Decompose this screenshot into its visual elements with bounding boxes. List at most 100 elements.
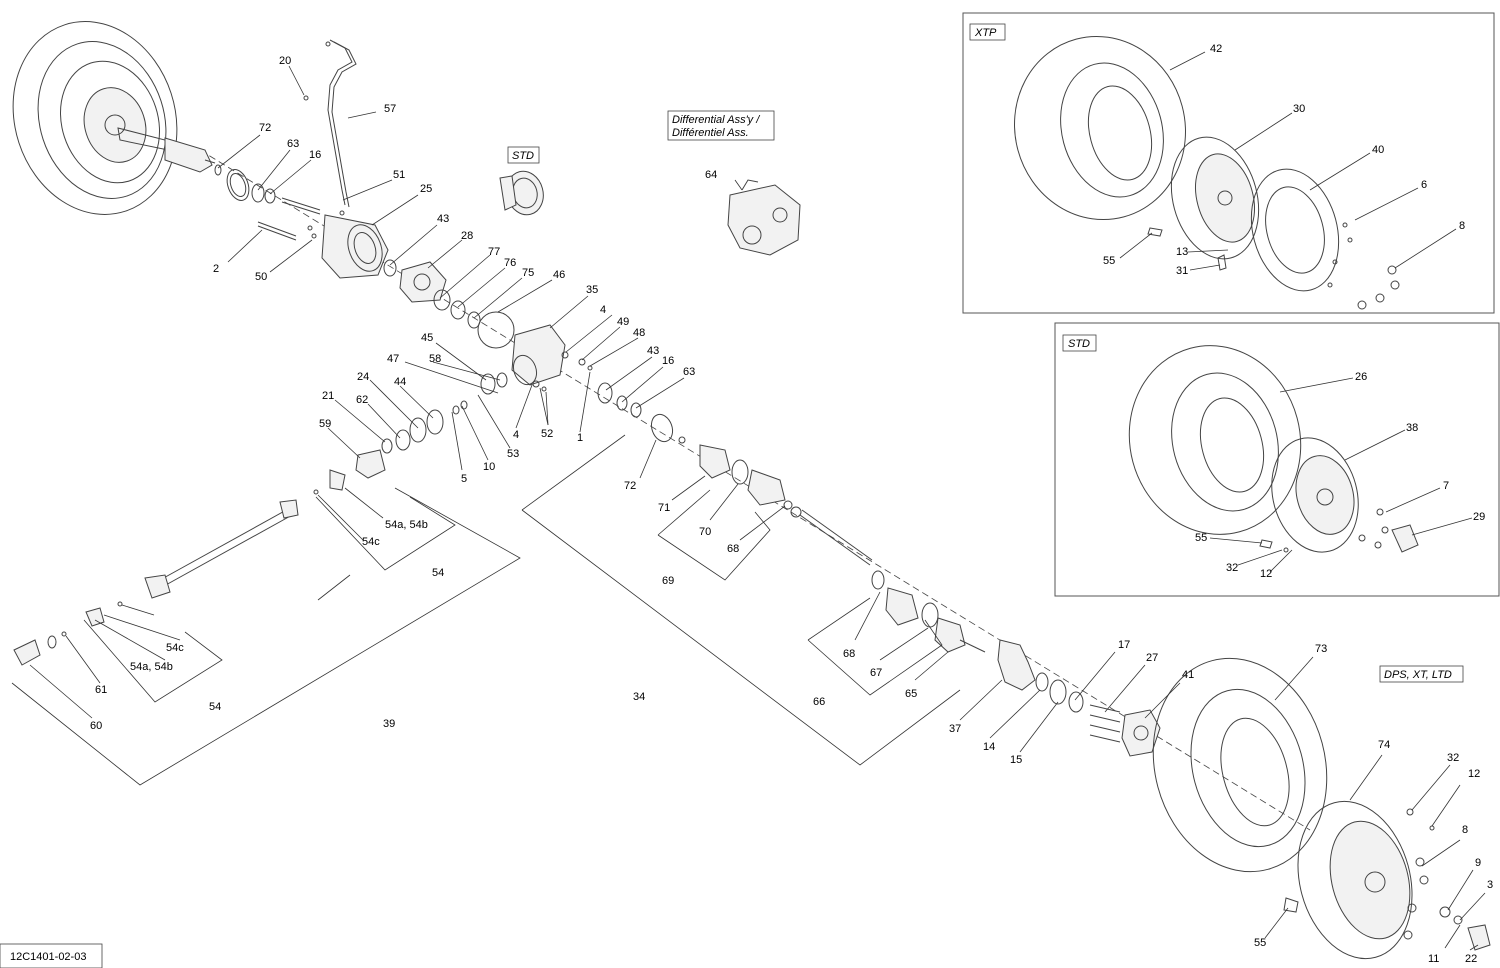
bolts	[257, 197, 345, 241]
callout: 65	[905, 688, 917, 700]
std-tag: STD	[1068, 338, 1090, 350]
pinion-parts	[355, 372, 508, 479]
callout: 32	[1447, 752, 1459, 764]
steering-knuckle	[997, 639, 1084, 713]
callout: 12	[1260, 568, 1272, 580]
callout: 38	[1406, 422, 1418, 434]
callout: 1	[577, 432, 583, 444]
callout: 54	[209, 701, 221, 713]
callout: 64	[705, 169, 717, 181]
callout: 74	[1378, 739, 1390, 751]
callout: 2	[213, 263, 219, 275]
std-rim	[1259, 437, 1419, 553]
drawing-number: 12C1401-02-03	[10, 951, 86, 963]
callout: 24	[357, 371, 369, 383]
callout: 7	[1443, 480, 1449, 492]
callout: 67	[870, 667, 882, 679]
callout: 63	[683, 366, 695, 378]
callout: 8	[1459, 220, 1465, 232]
callout: 4	[600, 304, 606, 316]
callout: 16	[309, 149, 321, 161]
callout: 72	[624, 480, 636, 492]
callout: 44	[394, 376, 406, 388]
vent-hose	[303, 39, 357, 208]
xtp-tire	[1014, 35, 1186, 221]
leader-lines	[29, 51, 1486, 951]
callout: 30	[1293, 103, 1305, 115]
front-right-rim	[1283, 800, 1491, 960]
xtp-beadlock-ring	[1147, 168, 1400, 310]
callout: 55	[1103, 255, 1115, 267]
callout: 57	[384, 103, 396, 115]
callout: 16	[662, 355, 674, 367]
callout: 73	[1315, 643, 1327, 655]
dps-xt-ltd-tag-box	[1379, 665, 1464, 683]
dps-xt-ltd-tag: DPS, XT, LTD	[1384, 669, 1452, 681]
differential-housing-left	[321, 214, 389, 279]
callout: 45	[421, 332, 433, 344]
callout: 8	[1462, 824, 1468, 836]
callout: 21	[322, 390, 334, 402]
callout: 48	[633, 327, 645, 339]
callout: 28	[461, 230, 473, 242]
differential-internals	[383, 259, 515, 349]
xtp-rim	[1170, 136, 1260, 260]
callout: 53	[507, 448, 519, 460]
callout: 52	[541, 428, 553, 440]
callout: 61	[95, 684, 107, 696]
callout: 27	[1146, 652, 1158, 664]
ring-gear	[499, 170, 544, 216]
callout: 55	[1195, 532, 1207, 544]
xtp-tag: XTP	[974, 27, 997, 39]
callout: 5	[461, 473, 467, 485]
left-wheel-tire	[12, 21, 178, 215]
xtp-tag-box	[969, 23, 1006, 41]
callout: 39	[383, 718, 395, 730]
callout: 54a, 54b	[130, 661, 173, 673]
differential-label-line2: Différentiel Ass.	[672, 127, 749, 139]
std-differential-tag: STD	[512, 150, 534, 162]
callout: 25	[420, 183, 432, 195]
callout: 75	[522, 267, 534, 279]
drawing-number-box	[0, 943, 103, 968]
callout: 51	[393, 169, 405, 181]
callout-labels: 20 57 72 63 16 51 25 43 28 2 50 77 76 75…	[90, 43, 1493, 965]
callout: 40	[1372, 144, 1384, 156]
callout: 10	[483, 461, 495, 473]
callout: 54	[432, 567, 444, 579]
callout: 69	[662, 575, 674, 587]
callout: 29	[1473, 511, 1485, 523]
xtp-variant-box	[962, 12, 1495, 314]
callout: 59	[319, 418, 331, 430]
wheel-hub	[1089, 704, 1161, 757]
std-tire	[1128, 345, 1302, 535]
front-right-tire	[1152, 657, 1328, 873]
callout: 34	[633, 691, 645, 703]
callout: 55	[1254, 937, 1266, 949]
right-seals	[597, 382, 686, 444]
left-seals	[214, 164, 276, 204]
std-tag-box	[1062, 334, 1097, 352]
std-differential-tag-box	[507, 146, 540, 164]
callout: 14	[983, 741, 995, 753]
callout: 60	[90, 720, 102, 732]
callout: 11	[1428, 953, 1439, 965]
callout: 17	[1118, 639, 1130, 651]
callout: 4	[513, 429, 519, 441]
callout: 43	[437, 213, 449, 225]
callout: 37	[949, 723, 961, 735]
callout: 71	[658, 502, 670, 514]
callout: 13	[1176, 246, 1188, 258]
callout: 58	[429, 353, 441, 365]
callout: 43	[647, 345, 659, 357]
callout: 70	[699, 526, 711, 538]
callout: 47	[387, 353, 399, 365]
callout: 63	[287, 138, 299, 150]
callout: 26	[1355, 371, 1367, 383]
callout: 54a, 54b	[385, 519, 428, 531]
callout: 41	[1182, 669, 1194, 681]
left-drive-shaft	[117, 127, 216, 173]
callout: 72	[259, 122, 271, 134]
callout: 31	[1176, 265, 1188, 277]
